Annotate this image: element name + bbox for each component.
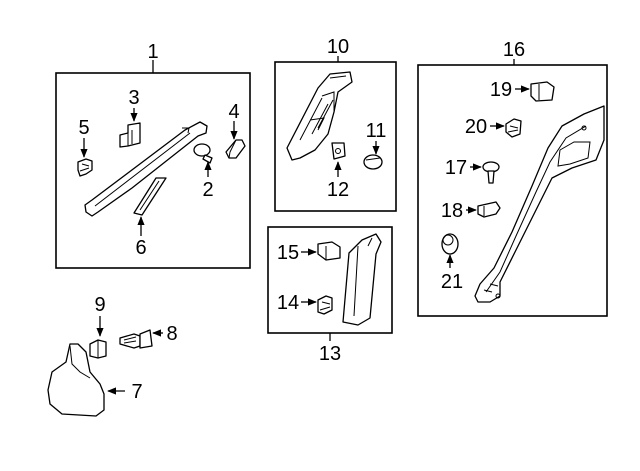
a-pillar-trim: [84, 121, 208, 217]
callout-19: 19: [490, 79, 512, 101]
a-pillar-trim-clip-hole: [182, 127, 190, 134]
clip-part-5: [77, 158, 93, 177]
group-10-frame: [274, 61, 397, 212]
callout-17: 17: [445, 157, 467, 179]
clip-part-19: [530, 81, 555, 102]
callout-2: 2: [202, 179, 213, 201]
b-pillar-upper-trim: [286, 71, 353, 161]
clip-part-20: [505, 118, 522, 138]
trim-strip-part-6: [133, 177, 167, 216]
group-1-box: 1: [55, 41, 251, 269]
clip-nut-part-12: [331, 142, 346, 160]
clip-part-15: [317, 241, 341, 261]
callout-20: 20: [465, 116, 487, 138]
callout-9: 9: [94, 294, 105, 316]
cap-part-21: [441, 233, 459, 255]
callout-3: 3: [128, 87, 139, 109]
clip-part-3: [119, 122, 141, 148]
a-pillar-trim-edge: [94, 132, 191, 207]
push-pin-part-17: [482, 161, 500, 184]
group-16-frame: [417, 64, 608, 317]
callout-21: 21: [441, 271, 463, 293]
mud-flap-part-7: [47, 343, 105, 417]
push-pin-part-2: [193, 143, 213, 164]
group-10-box: 10: [274, 36, 397, 212]
group-16-box: 16: [417, 39, 608, 317]
callout-14: 14: [277, 292, 299, 314]
callout-8: 8: [166, 323, 177, 345]
callout-6: 6: [135, 237, 146, 259]
quarter-pillar-trim: [474, 105, 605, 303]
bolt-part-8: [119, 329, 153, 349]
clip-part-14: [317, 295, 333, 315]
callout-5: 5: [78, 117, 89, 139]
b-pillar-lower-trim: [342, 233, 382, 326]
callout-18: 18: [441, 200, 463, 222]
clip-part-9: [89, 339, 107, 359]
callout-7: 7: [131, 381, 142, 403]
cap-part-4: [225, 139, 246, 159]
callout-16: 16: [503, 39, 525, 61]
callout-12: 12: [327, 179, 349, 201]
clip-part-18: [477, 201, 501, 218]
callout-10: 10: [327, 36, 349, 58]
group-13-box: 13: [267, 226, 393, 365]
push-pin-part-11: [363, 154, 383, 170]
callout-15: 15: [277, 242, 299, 264]
callout-11: 11: [366, 120, 387, 142]
callout-4: 4: [228, 101, 239, 123]
callout-1: 1: [147, 41, 158, 63]
callout-13: 13: [319, 343, 341, 365]
